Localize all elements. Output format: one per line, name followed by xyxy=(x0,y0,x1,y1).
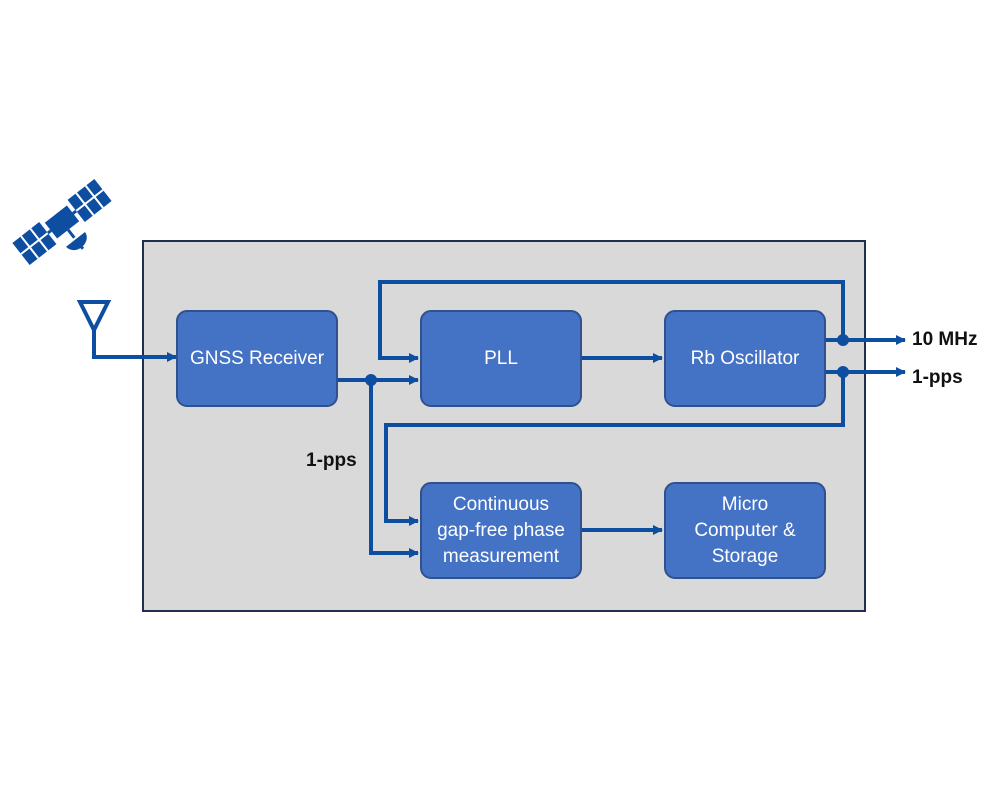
pll-label: PLL xyxy=(484,347,518,369)
feedback-to-pll-line xyxy=(378,280,845,363)
rb-pps-to-phase-line xyxy=(384,372,845,526)
satellite-icon xyxy=(12,178,112,266)
junction-dot xyxy=(365,374,377,386)
micro-computer-line-3: Storage xyxy=(711,545,779,567)
gnss-pps-to-phase-line xyxy=(369,380,419,558)
pll-block: PLL xyxy=(420,310,582,407)
ten-mhz-output-label: 10 MHz xyxy=(912,329,978,350)
junction-dot xyxy=(837,334,849,346)
phase-measurement-line-2: gap-free phase xyxy=(437,519,565,541)
antenna-icon xyxy=(76,300,112,335)
phase-measurement-line-3: measurement xyxy=(442,545,560,567)
gnss-receiver-block: GNSS Receiver xyxy=(176,310,338,407)
gnss-receiver-label: GNSS Receiver xyxy=(189,347,325,369)
phase-measurement-line-1: Continuous xyxy=(452,493,550,515)
micro-computer-block: Micro Computer & Storage xyxy=(664,482,826,579)
pps-output-label: 1-pps xyxy=(912,367,963,388)
junction-dot xyxy=(837,366,849,378)
micro-computer-line-2: Computer & xyxy=(694,519,796,541)
antenna-feed-line xyxy=(92,330,177,362)
phase-measurement-block: Continuous gap-free phase measurement xyxy=(420,482,582,579)
rb-oscillator-label: Rb Oscillator xyxy=(690,347,800,369)
rb-oscillator-block: Rb Oscillator xyxy=(664,310,826,407)
gnss-pps-label: 1-pps xyxy=(306,450,357,471)
micro-computer-line-1: Micro xyxy=(721,493,769,515)
